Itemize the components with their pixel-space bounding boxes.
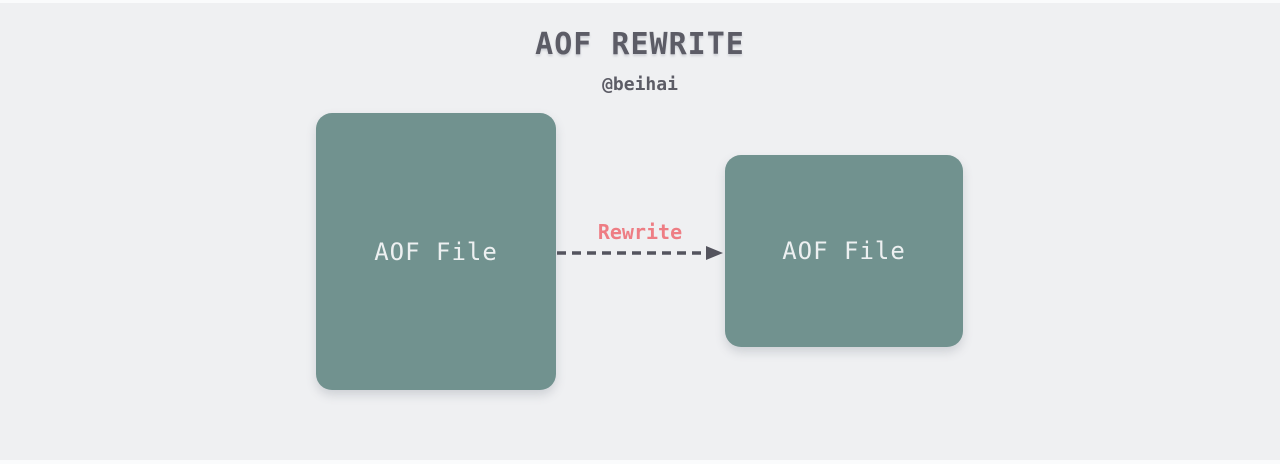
page-subtitle-author: @beihai (602, 74, 678, 95)
window-edge-top (0, 0, 1280, 3)
window-edge-bottom (0, 460, 1280, 464)
arrow-head-icon (706, 246, 723, 260)
rewrite-dashed-arrow (557, 246, 723, 260)
diagram-node-aof-file-source: AOF File (316, 113, 556, 390)
diagram-node-aof-file-rewritten: AOF File (725, 155, 963, 347)
page-title: AOF REWRITE (535, 27, 745, 62)
edge-label-rewrite: Rewrite (597, 220, 683, 244)
node-label: AOF File (782, 237, 906, 265)
node-label: AOF File (374, 237, 498, 266)
